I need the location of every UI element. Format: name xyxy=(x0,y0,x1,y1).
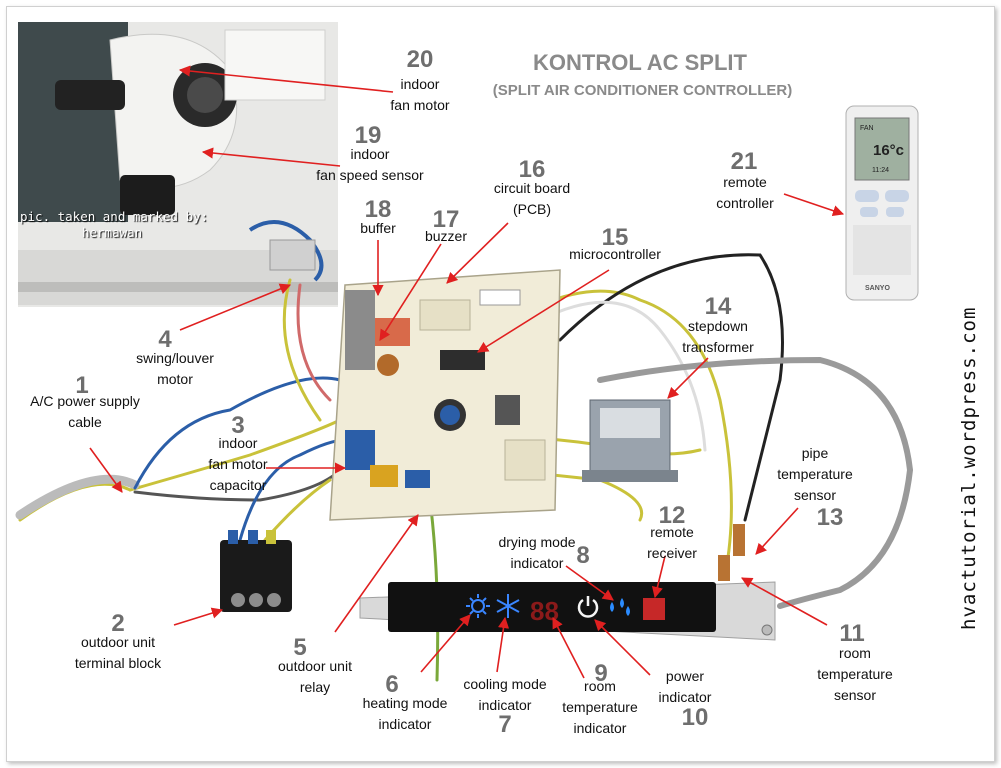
callout-label-3: indoor fan motor capacitor xyxy=(208,435,268,493)
indoor-unit-photo xyxy=(18,22,338,307)
diagram-subtitle: (SPLIT AIR CONDITIONER CONTROLLER) xyxy=(492,82,793,99)
callout-label-11: room temperature sensor xyxy=(817,645,893,703)
callout-number-18: 18 xyxy=(364,196,392,223)
heating-sun-icon xyxy=(466,594,490,618)
callout-number-12: 12 xyxy=(658,502,686,529)
remote-mode-text: FAN xyxy=(860,125,874,132)
callout-label-4: swing/louver motor xyxy=(136,350,214,387)
callout-number-4: 4 xyxy=(158,326,172,353)
photo-credit-line1: pic. taken and marked by: xyxy=(20,209,209,224)
callout-number-3: 3 xyxy=(231,412,245,439)
callout-label-8: drying mode indicator xyxy=(498,534,576,571)
callout-label-10: power indicator xyxy=(658,668,712,705)
callout-number-19: 19 xyxy=(354,122,382,149)
callout-number-10: 10 xyxy=(681,704,709,731)
callout-number-15: 15 xyxy=(601,224,629,251)
callout-label-20: indoor fan motor xyxy=(390,76,450,113)
cooling-snowflake-icon xyxy=(496,594,520,618)
callout-number-20: 20 xyxy=(406,46,434,73)
callout-label-15: microcontroller xyxy=(569,246,661,262)
callout-number-11: 11 xyxy=(839,620,865,647)
callout-label-2: outdoor unit terminal block xyxy=(74,634,162,671)
callout-number-13: 13 xyxy=(816,504,844,531)
callout-label-12: remote receiver xyxy=(647,524,697,561)
callout-label-13: pipe temperature sensor xyxy=(777,445,853,503)
callout-label-14: stepdown transformer xyxy=(682,318,754,355)
circuit-board xyxy=(329,269,561,521)
callout-number-14: 14 xyxy=(704,293,732,320)
callout-label-19: indoor fan speed sensor xyxy=(316,146,424,183)
remote-temperature-text: 16°c xyxy=(873,142,904,159)
pipe-temperature-sensor-probe xyxy=(733,524,745,556)
callout-number-7: 7 xyxy=(498,711,512,738)
drying-drops-icon xyxy=(610,598,630,616)
callout-arrows xyxy=(89,65,845,679)
callout-number-9: 9 xyxy=(594,660,608,687)
callout-number-17: 17 xyxy=(432,206,460,233)
callout-number-2: 2 xyxy=(111,610,125,637)
photo-credit-line2: hermawan xyxy=(82,225,143,240)
callout-label-21: remote controller xyxy=(716,174,774,211)
room-temperature-sensor-probe xyxy=(718,555,730,581)
callout-number-6: 6 xyxy=(385,671,399,698)
callout-label-17: buzzer xyxy=(424,228,468,244)
remote-clock-text: 11:24 xyxy=(872,167,889,174)
power-icon xyxy=(577,596,599,618)
remote-receiver-window xyxy=(643,598,665,620)
callout-number-21: 21 xyxy=(730,148,758,175)
diagram-title: KONTROL AC SPLIT xyxy=(533,50,747,75)
callout-label-6: heating mode indicator xyxy=(362,695,448,732)
remote-controller: FAN 16°c 11:24 SANYO xyxy=(845,105,919,301)
remote-brand-text: SANYO xyxy=(865,285,890,292)
callout-number-8: 8 xyxy=(576,542,590,569)
callout-label-5: outdoor unit relay xyxy=(278,658,352,695)
photo-credit: pic. taken and marked by:hermawan xyxy=(20,209,208,241)
callout-label-7: cooling mode indicator xyxy=(463,676,547,713)
callout-number-1: 1 xyxy=(75,372,89,399)
callout-label-16: circuit board (PCB) xyxy=(493,180,571,217)
display-panel: 88 xyxy=(359,581,776,641)
callout-label-9: room temperature indicator xyxy=(562,678,638,736)
terminal-block xyxy=(220,530,292,612)
website-watermark: hvactutorial.wordpress.com xyxy=(958,306,980,630)
callout-number-5: 5 xyxy=(293,634,307,661)
transformer xyxy=(582,399,678,482)
callout-label-1: A/C power supply cable xyxy=(30,393,140,430)
callout-number-16: 16 xyxy=(518,156,546,183)
callout-label-18: buffer xyxy=(360,220,396,236)
